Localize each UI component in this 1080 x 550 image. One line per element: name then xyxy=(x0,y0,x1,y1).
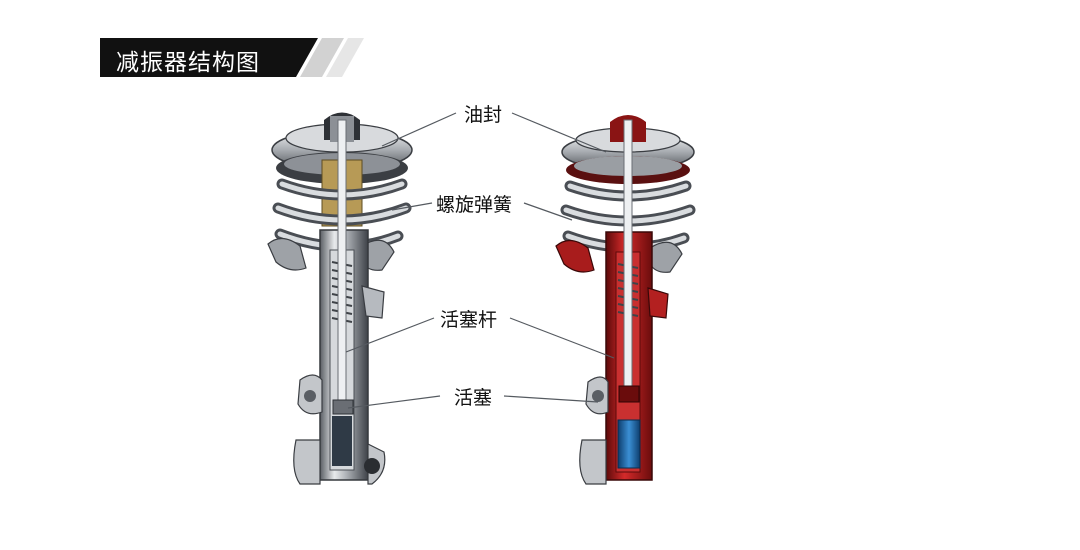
label-oil-seal: 油封 xyxy=(462,100,505,127)
right-shock-absorber xyxy=(555,115,696,485)
leader-lines xyxy=(345,112,615,409)
title-banner xyxy=(100,38,364,77)
label-coil-spring: 螺旋弹簧 xyxy=(434,190,515,217)
label-piston-rod: 活塞杆 xyxy=(438,305,500,332)
label-piston: 活塞 xyxy=(452,383,495,410)
left-shock-absorber xyxy=(267,112,413,485)
page-title: 减振器结构图 xyxy=(116,50,260,76)
